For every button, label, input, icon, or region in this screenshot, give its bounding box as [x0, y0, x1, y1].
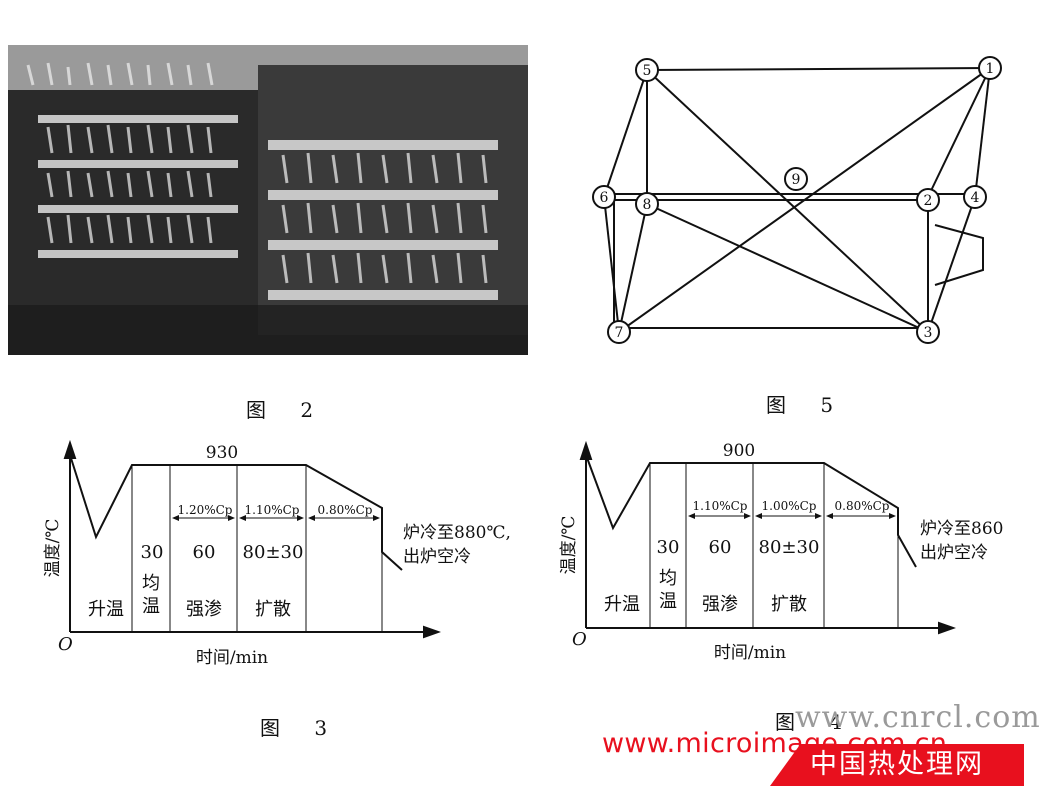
- x-axis-label: 时间/min: [196, 648, 268, 668]
- stage-heating: 升温: [88, 599, 124, 620]
- node-2: 2: [924, 193, 933, 209]
- carbon-1: 1.20%Cp: [178, 503, 233, 517]
- stage-diffuse: 扩散: [255, 599, 291, 620]
- stage-soak-1: 均: [659, 568, 677, 589]
- carbon-3: 0.80%Cp: [835, 499, 890, 513]
- duration-3: 80±30: [243, 542, 304, 563]
- frame-diagram: 5 1 9 6 8 2 4 7 3: [592, 56, 1002, 344]
- figure-5-caption: 图 5: [766, 393, 848, 417]
- figure-2-caption: 图 2: [246, 398, 328, 422]
- duration-2: 60: [709, 537, 732, 558]
- frame-edges: [603, 67, 991, 333]
- carbon-2: 1.00%Cp: [762, 499, 817, 513]
- figure-4-caption: 图 4: [775, 710, 857, 734]
- duration-2: 60: [193, 542, 216, 563]
- stage-boost: 强渗: [186, 599, 222, 620]
- cooling-note-2: 出炉空冷: [403, 547, 471, 567]
- x-axis-label: 时间/min: [714, 643, 786, 663]
- node-8: 8: [643, 197, 652, 213]
- node-9: 9: [792, 172, 801, 188]
- node-6: 6: [600, 190, 609, 206]
- origin-label: O: [58, 634, 73, 655]
- node-7: 7: [615, 325, 624, 341]
- node-3: 3: [924, 325, 933, 341]
- stage-heating: 升温: [604, 594, 640, 615]
- watermark-url-gray: www.cnrcl.com: [795, 700, 1041, 735]
- node-4: 4: [971, 190, 980, 206]
- peak-temp: 900: [723, 441, 755, 461]
- y-axis-label: 温度/℃: [43, 519, 63, 578]
- carbon-2: 1.10%Cp: [245, 503, 300, 517]
- process-curve-fig4: 900 1.10%Cp 1.00%Cp 0.80%Cp 30 60 80±30 …: [559, 440, 1003, 663]
- stage-boost: 强渗: [702, 594, 738, 615]
- peak-temp: 930: [206, 443, 238, 463]
- process-curve-fig3: 930 1.20%Cp 1.10%Cp 0.80%Cp 30 60 80±30 …: [43, 439, 511, 668]
- carbon-3: 0.80%Cp: [318, 503, 373, 517]
- cooling-note-1: 炉冷至880℃,: [403, 523, 511, 543]
- figure-3-caption: 图 3: [260, 716, 342, 740]
- carbon-1: 1.10%Cp: [693, 499, 748, 513]
- duration-3: 80±30: [759, 537, 820, 558]
- node-5: 5: [643, 63, 652, 79]
- fixture-photo: [8, 45, 528, 355]
- watermark-site-name: 中国热处理网: [770, 744, 1024, 786]
- stage-diffuse: 扩散: [771, 594, 807, 615]
- cooling-note-1: 炉冷至860: [920, 519, 1003, 539]
- stage-soak-2: 温: [659, 591, 677, 612]
- duration-1: 30: [657, 537, 680, 558]
- duration-1: 30: [141, 542, 164, 563]
- stage-soak-2: 温: [142, 596, 160, 617]
- cooling-note-2: 出炉空冷: [920, 543, 988, 563]
- stage-soak-1: 均: [142, 573, 160, 594]
- node-1: 1: [986, 61, 995, 77]
- y-axis-label: 温度/℃: [559, 516, 579, 575]
- origin-label: O: [572, 629, 587, 650]
